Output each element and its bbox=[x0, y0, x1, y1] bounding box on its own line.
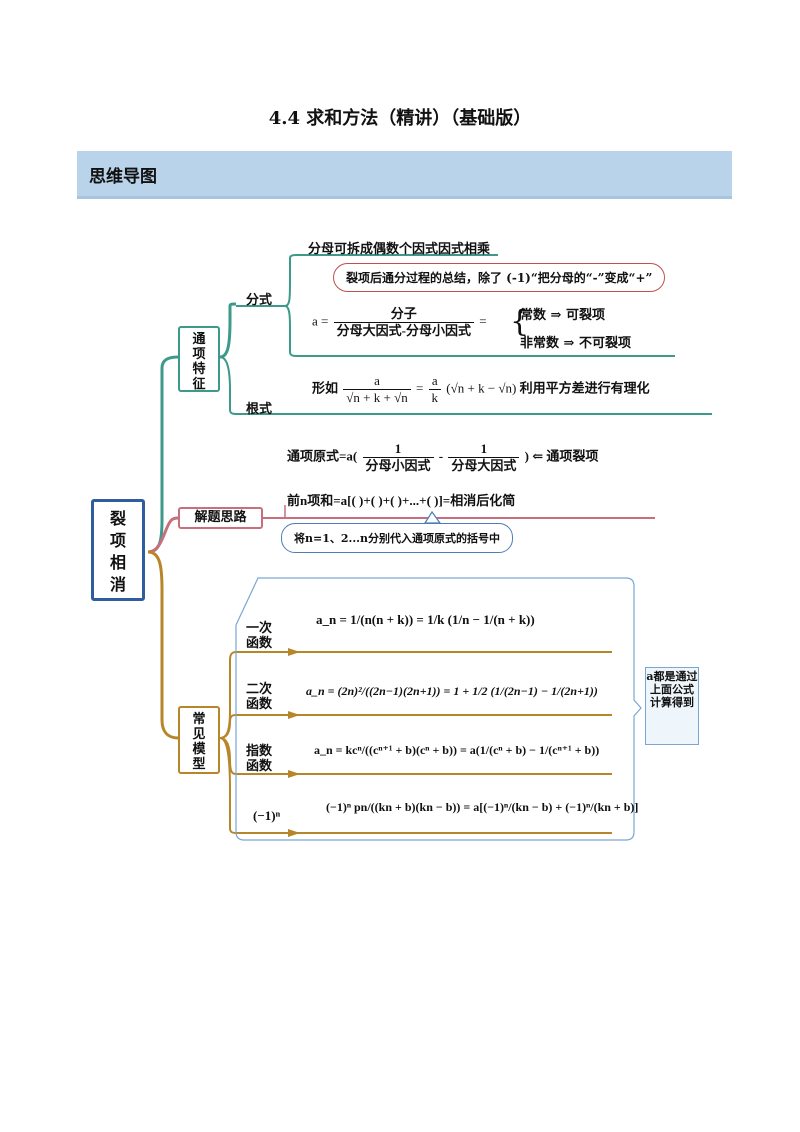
model-formula-4: (−1)ⁿ pn/((kn + b)(kn − b)) = a[(−1)ⁿ/(k… bbox=[326, 800, 639, 814]
node-jieti: 解题思路 bbox=[178, 507, 263, 529]
trunk-teal bbox=[147, 355, 179, 554]
page-title: 4.4 求和方法（精讲）（基础版） bbox=[268, 108, 532, 129]
teal-genshi bbox=[219, 356, 712, 415]
fenshi-line1: 分母可拆成偶数个因式因式相乘 bbox=[308, 242, 491, 257]
models-side-note: a都是通过上面公式计算得到 bbox=[645, 667, 699, 745]
jieti-pill: 将n=1、2...n分别代入通项原式的括号中 bbox=[281, 523, 514, 553]
root-label: 裂项相消 bbox=[110, 509, 127, 594]
jieti-line1: 通项原式=a( 1 分母小因式 - 1 分母大因式 ) ⇐ 通项裂项 bbox=[287, 441, 599, 473]
gold-mid1 bbox=[219, 714, 612, 739]
fenshi-case2: 非常数 ⇒ 不可裂项 bbox=[520, 336, 631, 351]
fenshi-brace: { bbox=[510, 304, 530, 339]
model-formula-3: a_n = kcⁿ/((cⁿ⁺¹ + b)(cⁿ + b)) = a(1/(cⁿ… bbox=[314, 743, 600, 757]
trunk-pink bbox=[147, 516, 179, 554]
model-formula-1: a_n = 1/(n(n + k)) = 1/k (1/n − 1/(n + k… bbox=[316, 612, 535, 627]
root-node: 裂项相消 bbox=[91, 499, 145, 601]
models-frame bbox=[235, 577, 642, 841]
jieti-line2: 前n项和=a[( )+( )+( )+...+( )]=相消后化简 bbox=[287, 493, 516, 508]
teal-out bbox=[219, 302, 237, 359]
model-label-4: (−1)ⁿ bbox=[253, 808, 281, 823]
teal-fenshi-down bbox=[284, 305, 675, 357]
fenshi-formula: a = 分子 分母大因式-分母小因式 = bbox=[312, 306, 487, 339]
fenshi-case1: 常数 ⇒ 可裂项 bbox=[520, 308, 605, 323]
label-genshi: 根式 bbox=[246, 402, 273, 417]
model-label-3: 指数函数 bbox=[246, 744, 273, 774]
node-tongxiang: 通项特征 bbox=[178, 326, 220, 392]
node-changjian: 常见模型 bbox=[178, 706, 220, 774]
label-fenshi: 分式 bbox=[246, 293, 273, 308]
model-label-2: 二次函数 bbox=[246, 682, 273, 712]
model-label-1: 一次函数 bbox=[246, 621, 273, 651]
banner-label: 思维导图 bbox=[89, 167, 157, 187]
fenshi-callout: 裂项后通分过程的总结，除了 (-1)“把分母的“-”变成“+” bbox=[333, 263, 666, 292]
model-formula-2: a_n = (2n)²/((2n−1)(2n+1)) = 1 + 1/2 (1/… bbox=[306, 684, 598, 698]
fenshi-fraction: 分子 分母大因式-分母小因式 bbox=[333, 306, 474, 339]
gold-down bbox=[219, 737, 612, 834]
trunk-gold bbox=[147, 550, 179, 740]
gold-mid2 bbox=[219, 737, 612, 775]
teal-fenshi-up bbox=[284, 254, 498, 307]
genshi-formula: 形如 a √n + k + √n = a k (√n + k − √n) 利用平… bbox=[312, 373, 650, 405]
section-banner: 思维导图 bbox=[77, 151, 732, 199]
